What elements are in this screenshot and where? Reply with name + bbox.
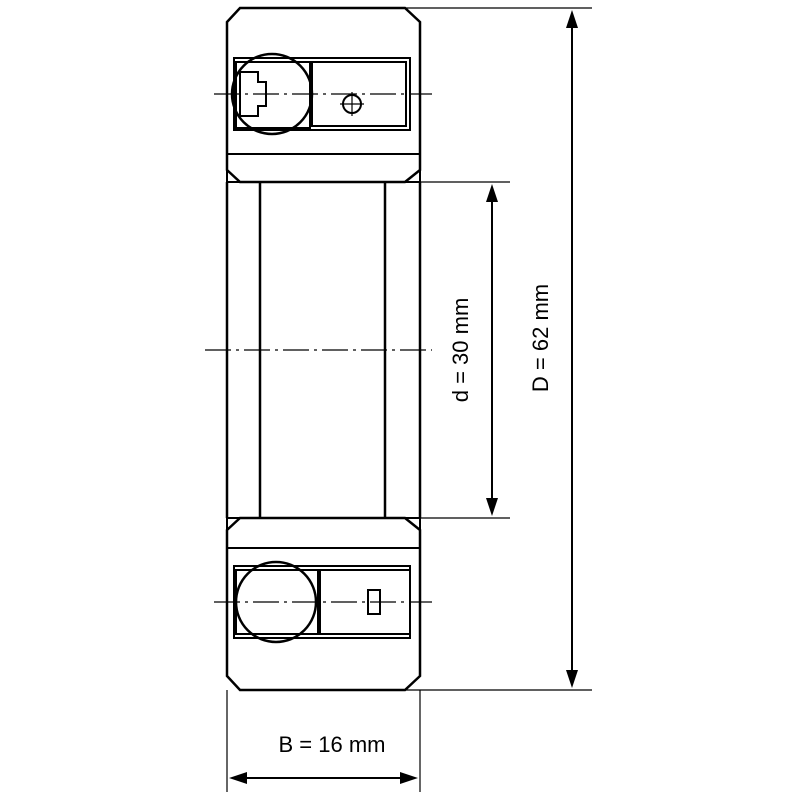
- dimension-D-label: D = 62 mm: [528, 284, 553, 392]
- dimension-D: D = 62 mm: [390, 7, 592, 691]
- dimension-B-label: B = 16 mm: [279, 732, 386, 757]
- outer-ring-bottom: [225, 516, 422, 692]
- dimension-d-label: d = 30 mm: [448, 298, 473, 403]
- top-cage: [235, 61, 311, 129]
- top-key: [239, 71, 267, 117]
- top-section: [214, 6, 432, 184]
- outer-ring-top: [225, 6, 422, 184]
- dimension-d: d = 30 mm: [390, 181, 510, 519]
- dimension-B: B = 16 mm: [226, 690, 421, 792]
- bottom-section: [214, 516, 432, 692]
- bore-section: [205, 182, 432, 518]
- top-shoulder: [226, 153, 421, 183]
- bottom-shoulder: [226, 517, 421, 549]
